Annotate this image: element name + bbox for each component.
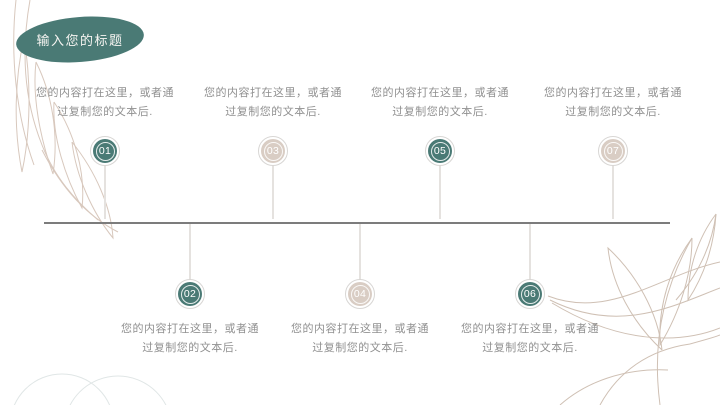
milestone-disc: 01 — [93, 139, 117, 163]
milestone-connector — [272, 165, 274, 219]
timeline-line — [44, 222, 670, 224]
milestone-number: 03 — [263, 141, 283, 161]
milestone-description[interactable]: 您的内容打在这里，或者通过复制您的文本后. — [461, 323, 599, 354]
title-badge[interactable]: 输入您的标题 — [14, 12, 146, 67]
milestone-marker[interactable]: 06 — [515, 279, 545, 309]
milestone-description[interactable]: 您的内容打在这里，或者通过复制您的文本后. — [121, 323, 259, 354]
milestone-number: 01 — [95, 141, 115, 161]
milestone-disc: 02 — [178, 282, 202, 306]
milestone-number: 02 — [180, 284, 200, 304]
timeline-milestone-02[interactable]: 02 您的内容打在这里，或者通过复制您的文本后. — [110, 224, 270, 364]
milestone-description[interactable]: 您的内容打在这里，或者通过复制您的文本后. — [371, 87, 509, 118]
milestone-marker[interactable]: 01 — [90, 136, 120, 166]
milestone-connector — [529, 224, 531, 280]
milestone-disc: 04 — [348, 282, 372, 306]
timeline-milestone-05[interactable]: 您的内容打在这里，或者通过复制您的文本后. 05 — [360, 84, 520, 219]
milestone-marker[interactable]: 02 — [175, 279, 205, 309]
milestone-description[interactable]: 您的内容打在这里，或者通过复制您的文本后. — [36, 87, 174, 118]
milestone-disc: 07 — [601, 139, 625, 163]
milestone-number: 05 — [430, 141, 450, 161]
milestone-marker[interactable]: 05 — [425, 136, 455, 166]
milestone-number: 07 — [603, 141, 623, 161]
milestone-description[interactable]: 您的内容打在这里，或者通过复制您的文本后. — [204, 87, 342, 118]
timeline-milestone-07[interactable]: 您的内容打在这里，或者通过复制您的文本后. 07 — [533, 84, 693, 219]
milestone-connector — [189, 224, 191, 280]
overlapping-circles-bottom-left-icon — [13, 373, 167, 405]
milestone-marker[interactable]: 07 — [598, 136, 628, 166]
milestone-connector — [439, 165, 441, 219]
milestone-disc: 06 — [518, 282, 542, 306]
milestone-connector — [104, 165, 106, 219]
milestone-marker[interactable]: 03 — [258, 136, 288, 166]
milestone-disc: 03 — [261, 139, 285, 163]
milestone-number: 04 — [350, 284, 370, 304]
milestone-description[interactable]: 您的内容打在这里，或者通过复制您的文本后. — [544, 87, 682, 118]
slide-title: 输入您的标题 — [36, 33, 124, 48]
timeline-milestone-03[interactable]: 您的内容打在这里，或者通过复制您的文本后. 03 — [193, 84, 353, 219]
timeline-milestone-01[interactable]: 您的内容打在这里，或者通过复制您的文本后. 01 — [25, 84, 185, 219]
milestone-number: 06 — [520, 284, 540, 304]
milestone-connector — [612, 165, 614, 219]
timeline-milestone-06[interactable]: 06 您的内容打在这里，或者通过复制您的文本后. — [450, 224, 610, 364]
milestone-marker[interactable]: 04 — [345, 279, 375, 309]
milestone-description[interactable]: 您的内容打在这里，或者通过复制您的文本后. — [291, 323, 429, 354]
milestone-connector — [359, 224, 361, 280]
milestone-disc: 05 — [428, 139, 452, 163]
timeline-milestone-04[interactable]: 04 您的内容打在这里，或者通过复制您的文本后. — [280, 224, 440, 364]
